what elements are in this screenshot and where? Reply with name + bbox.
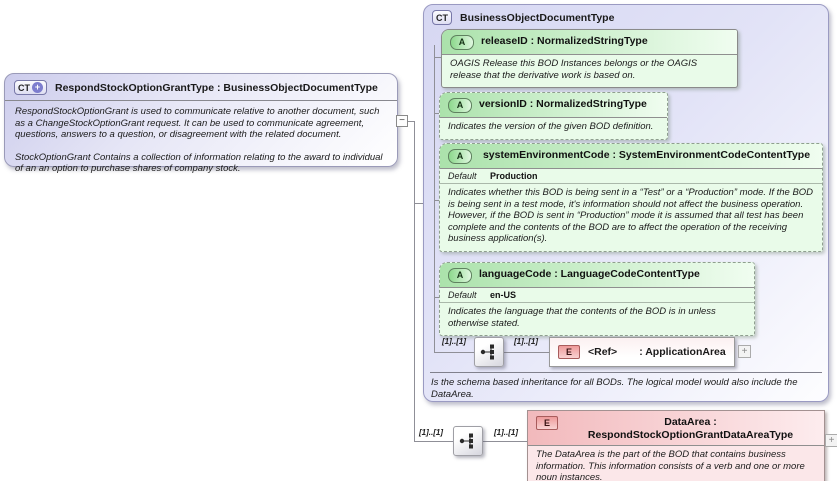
divider bbox=[440, 302, 754, 303]
divider bbox=[528, 445, 824, 446]
divider bbox=[442, 54, 737, 55]
node-header: CT + RespondStockOptionGrantType : Busin… bbox=[5, 74, 397, 99]
cardinality-label: [1]..[1] bbox=[514, 337, 538, 346]
annotation-paragraph: RespondStockOptionGrant is used to commu… bbox=[15, 106, 380, 140]
tree-line bbox=[434, 200, 439, 201]
node-title: RespondStockOptionGrantType : BusinessOb… bbox=[55, 81, 378, 94]
container-title: BusinessObjectDocumentType bbox=[460, 11, 615, 24]
element-icon: E bbox=[558, 345, 580, 359]
attribute-header: A versionID : NormalizedStringType bbox=[440, 93, 667, 117]
connector-line bbox=[414, 121, 415, 442]
connector-line bbox=[483, 441, 527, 442]
node-annotation: RespondStockOptionGrant is used to commu… bbox=[5, 101, 397, 179]
attribute-language-code[interactable]: A languageCode : LanguageCodeContentType… bbox=[439, 262, 755, 336]
divider bbox=[440, 168, 822, 169]
container-header: CT BusinessObjectDocumentType bbox=[424, 5, 828, 28]
attribute-title: languageCode : LanguageCodeContentType bbox=[479, 268, 700, 280]
cardinality-label: [1]..[1] bbox=[442, 337, 466, 346]
attribute-title: releaseID : NormalizedStringType bbox=[481, 35, 648, 47]
complex-type-icon-label: CT bbox=[18, 82, 30, 93]
attribute-header: A systemEnvironmentCode : SystemEnvironm… bbox=[440, 144, 822, 168]
attribute-version-id[interactable]: A versionID : NormalizedStringType Indic… bbox=[439, 92, 668, 140]
tree-line bbox=[434, 352, 474, 353]
attribute-system-environment-code[interactable]: A systemEnvironmentCode : SystemEnvironm… bbox=[439, 143, 823, 252]
cardinality-label: [1]..[1] bbox=[419, 428, 443, 437]
element-description: The DataArea is the part of the BOD that… bbox=[536, 449, 805, 481]
sequence-glyph bbox=[480, 344, 494, 360]
attribute-description: OAGIS Release this BOD Instances belongs… bbox=[450, 58, 698, 81]
application-area-ref-node[interactable]: E <Ref> : ApplicationArea bbox=[549, 337, 735, 367]
sequence-glyph bbox=[459, 433, 473, 449]
annotation-paragraph: StockOptionGrant Contains a collection o… bbox=[15, 151, 383, 175]
divider bbox=[5, 100, 397, 101]
divider bbox=[430, 372, 822, 373]
sequence-compositor-icon[interactable] bbox=[453, 426, 483, 456]
default-row: Default Production bbox=[440, 169, 822, 183]
sequence-compositor-icon[interactable] bbox=[474, 337, 504, 367]
collapse-button[interactable]: − bbox=[396, 115, 408, 127]
divider bbox=[440, 287, 754, 288]
tree-line bbox=[434, 113, 439, 114]
attribute-icon: A bbox=[448, 149, 472, 164]
tree-line bbox=[434, 57, 441, 58]
connector-line bbox=[415, 441, 453, 442]
divider bbox=[440, 183, 822, 184]
connector-line bbox=[415, 203, 423, 204]
data-area-node[interactable]: E DataArea : RespondStockOptionGrantData… bbox=[527, 410, 825, 481]
attribute-description: Indicates whether this BOD is being sent… bbox=[448, 187, 814, 244]
tree-line bbox=[504, 352, 549, 353]
attribute-title: versionID : NormalizedStringType bbox=[479, 98, 647, 110]
attribute-header: A languageCode : LanguageCodeContentType bbox=[440, 263, 754, 287]
attribute-icon: A bbox=[448, 268, 472, 283]
respond-stock-option-grant-type-node[interactable]: CT + RespondStockOptionGrantType : Busin… bbox=[4, 73, 398, 174]
attribute-icon: A bbox=[450, 35, 474, 50]
attribute-header: A releaseID : NormalizedStringType bbox=[442, 30, 737, 54]
tree-line bbox=[434, 297, 439, 298]
attribute-title: systemEnvironmentCode : SystemEnvironmen… bbox=[482, 149, 811, 161]
element-icon: E bbox=[536, 416, 558, 430]
element-header: E DataArea : RespondStockOptionGrantData… bbox=[528, 411, 824, 445]
attribute-release-id[interactable]: A releaseID : NormalizedStringType OAGIS… bbox=[441, 29, 738, 88]
tree-line bbox=[434, 45, 435, 353]
element-title: DataArea : RespondStockOptionGrantDataAr… bbox=[587, 416, 794, 441]
attribute-icon: A bbox=[448, 98, 472, 113]
default-value: en-US bbox=[490, 290, 517, 300]
default-value: Production bbox=[490, 171, 538, 181]
container-annotation: Is the schema based inheritance for all … bbox=[431, 377, 798, 400]
connector-line bbox=[408, 121, 415, 122]
derivation-plus-icon: + bbox=[32, 82, 43, 93]
element-type-label: : ApplicationArea bbox=[639, 346, 726, 358]
expand-button[interactable]: + bbox=[825, 434, 837, 447]
complex-type-icon-label: CT bbox=[436, 12, 448, 23]
cardinality-label: [1]..[1] bbox=[494, 428, 518, 437]
default-label: Default bbox=[448, 290, 477, 300]
element-ref-label: <Ref> bbox=[588, 346, 618, 358]
default-row: Default en-US bbox=[440, 288, 754, 302]
default-label: Default bbox=[448, 171, 477, 181]
attribute-description: Indicates the language that the contents… bbox=[448, 306, 716, 329]
complex-type-icon: CT bbox=[432, 10, 452, 25]
divider bbox=[440, 117, 667, 118]
attribute-description: Indicates the version of the given BOD d… bbox=[448, 121, 654, 132]
complex-type-icon: CT + bbox=[14, 80, 47, 95]
expand-button[interactable]: + bbox=[738, 345, 751, 358]
business-object-document-type-container[interactable]: CT BusinessObjectDocumentType A releaseI… bbox=[423, 4, 829, 402]
